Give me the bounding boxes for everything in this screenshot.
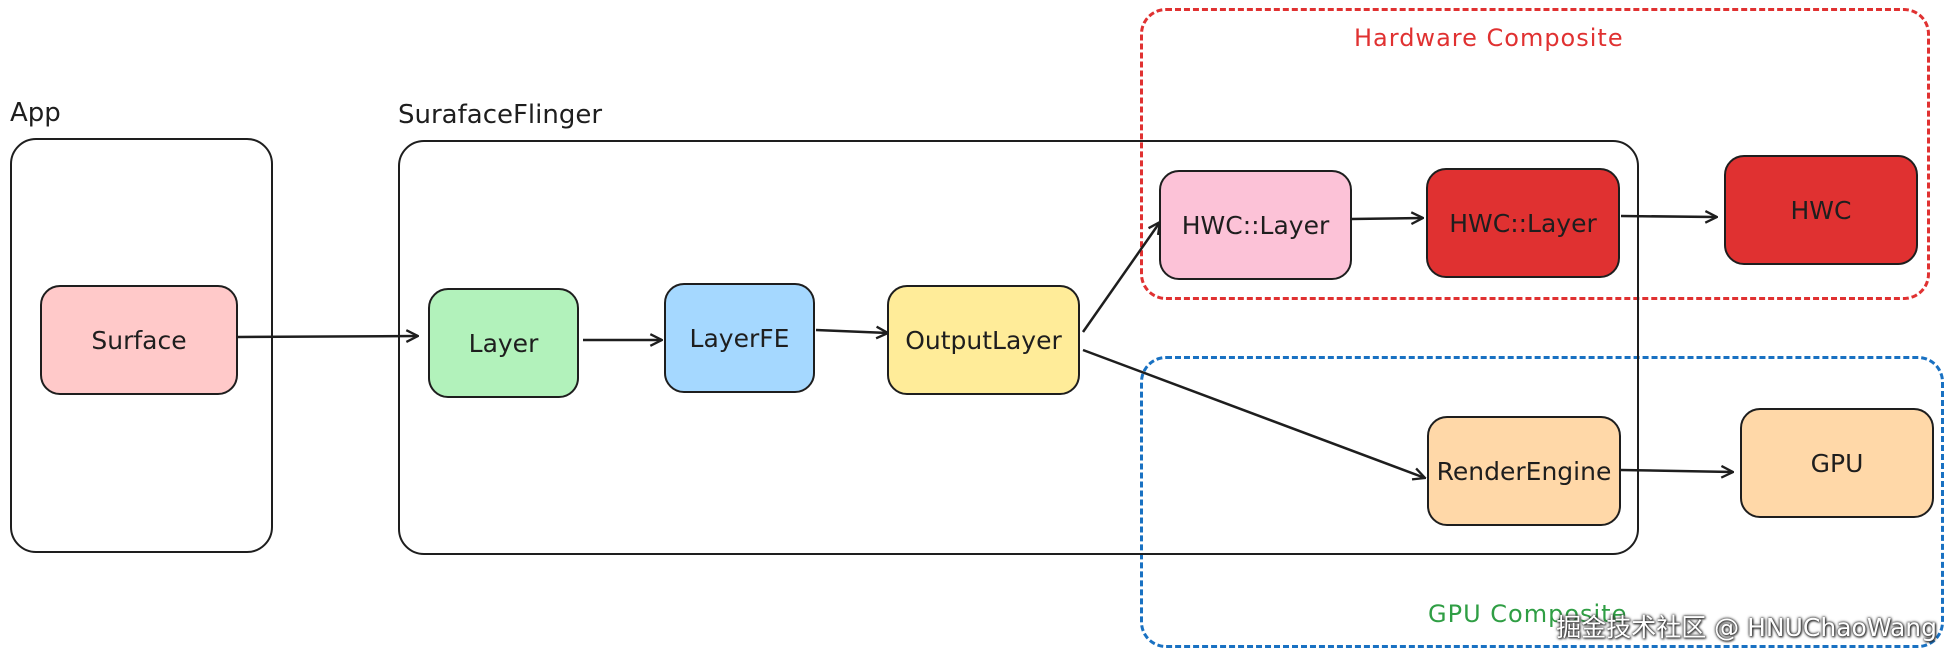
hardware-composite-region — [1140, 8, 1930, 300]
arrow-hwc-layer-to-hwc — [1620, 216, 1717, 217]
node-renderengine: RenderEngine — [1427, 416, 1621, 526]
surfaceflinger-container — [398, 140, 1639, 555]
arrow-hwc-layer-to-hwc-layer — [1350, 218, 1423, 219]
node-hwc-layer-red: HWC::Layer — [1426, 168, 1620, 278]
node-surface: Surface — [40, 285, 238, 395]
app-group-label: App — [10, 98, 61, 128]
node-hwc: HWC — [1724, 155, 1918, 265]
arrow-outputlayer-to-hwc-layer — [1081, 222, 1160, 333]
node-outputlayer: OutputLayer — [887, 285, 1080, 395]
app-container — [10, 138, 273, 553]
surfaceflinger-group-label: SurafaceFlinger — [398, 100, 603, 130]
node-hwc-layer-pink: HWC::Layer — [1159, 170, 1352, 280]
node-layer: Layer — [428, 288, 579, 398]
arrow-surface-to-layer — [236, 336, 418, 337]
gpu-composite-region — [1140, 356, 1944, 648]
arrow-layerfe-to-outputlayer — [815, 330, 888, 333]
arrow-outputlayer-to-renderengine — [1082, 348, 1425, 478]
node-layerfe: LayerFE — [664, 283, 815, 393]
gpu-composite-label: GPU Composite — [1428, 600, 1628, 628]
watermark: 掘金技术社区 @ HNUChaoWang — [1556, 613, 1937, 642]
node-gpu: GPU — [1740, 408, 1934, 518]
arrow-renderengine-to-gpu — [1620, 470, 1733, 472]
hardware-composite-label: Hardware Composite — [1354, 24, 1624, 52]
